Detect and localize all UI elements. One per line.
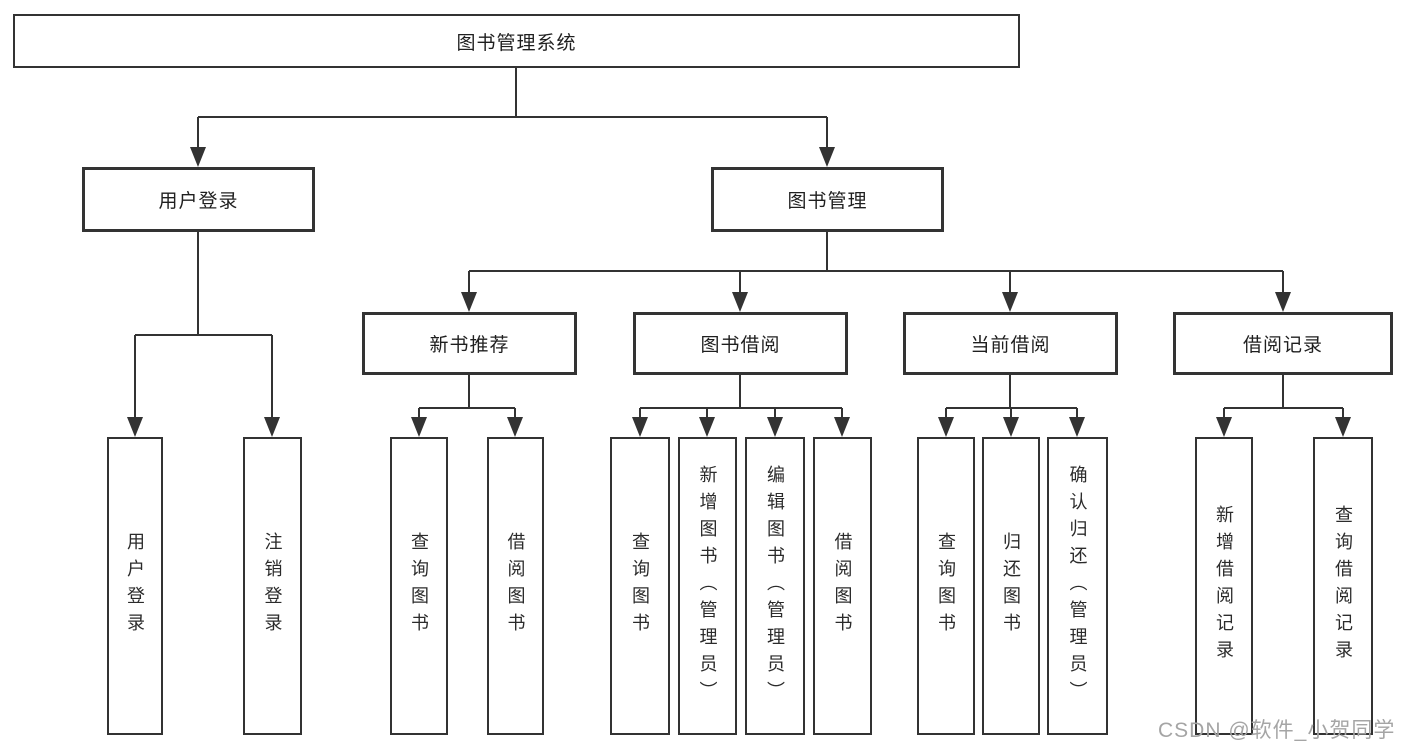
- leaf-borrow-edit-books-admin: 编辑图书（管理员）: [745, 437, 805, 735]
- arrow-icon: [732, 292, 748, 312]
- arrow-icon: [699, 417, 715, 437]
- node-book-management: 图书管理: [711, 167, 944, 232]
- node-label: 当前借阅: [970, 335, 1051, 356]
- connector-records-to-leaves: [1223, 375, 1344, 417]
- node-label: 注销登录: [262, 532, 283, 640]
- leaf-current-confirm-return-admin: 确认归还（管理员）: [1047, 437, 1108, 735]
- node-label: 查询图书: [936, 532, 956, 640]
- node-label: 用户登录: [125, 532, 145, 640]
- leaf-recommend-borrow-books: 借阅图书: [487, 437, 544, 735]
- connector-borrow-to-leaves: [639, 375, 843, 417]
- arrow-icon: [190, 147, 206, 167]
- node-book-borrow: 图书借阅: [633, 312, 848, 375]
- arrow-icon: [1275, 292, 1291, 312]
- leaf-current-return-books: 归还图书: [982, 437, 1040, 735]
- arrow-icon: [632, 417, 648, 437]
- node-label: 图书管理: [787, 191, 868, 212]
- node-new-book-recommend: 新书推荐: [362, 312, 577, 375]
- leaf-borrow-borrow-books: 借阅图书: [813, 437, 872, 735]
- arrow-icon: [834, 417, 850, 437]
- node-label: 查询图书: [409, 532, 429, 640]
- leaf-user-login: 用户登录: [107, 437, 163, 735]
- arrow-icon: [1335, 417, 1351, 437]
- node-label: 借阅图书: [832, 532, 853, 640]
- arrow-icon: [461, 292, 477, 312]
- csdn-watermark: CSDN @软件_小贺同学: [1158, 719, 1396, 742]
- leaf-logout: 注销登录: [243, 437, 302, 735]
- arrow-icon: [507, 417, 523, 437]
- arrow-icon: [819, 147, 835, 167]
- arrow-icon: [938, 417, 954, 437]
- leaf-records-add-record: 新增借阅记录: [1195, 437, 1253, 735]
- node-label: 编辑图书（管理员）: [765, 464, 785, 708]
- connector-current-to-leaves: [945, 375, 1078, 417]
- node-label: 借阅记录: [1242, 335, 1323, 356]
- leaf-borrow-add-books-admin: 新增图书（管理员）: [678, 437, 737, 735]
- leaf-current-query-books: 查询图书: [917, 437, 975, 735]
- arrow-icon: [264, 417, 280, 437]
- node-label: 查询借阅记录: [1333, 505, 1353, 667]
- leaf-borrow-query-books: 查询图书: [610, 437, 670, 735]
- node-current-borrow: 当前借阅: [903, 312, 1118, 375]
- node-label: 用户登录: [158, 191, 239, 212]
- node-label: 图书借阅: [700, 335, 781, 356]
- node-label: 图书管理系统: [456, 32, 577, 54]
- node-label: 新增图书（管理员）: [697, 464, 718, 708]
- arrow-icon: [767, 417, 783, 437]
- node-borrow-records: 借阅记录: [1173, 312, 1393, 375]
- connector-userlogin-to-leaves: [134, 232, 273, 417]
- leaf-recommend-query-books: 查询图书: [390, 437, 448, 735]
- connector-recommend-to-leaves: [418, 375, 516, 417]
- node-label: 借阅图书: [505, 532, 526, 640]
- node-label: 新书推荐: [429, 335, 510, 356]
- arrow-icon: [1003, 417, 1019, 437]
- node-label: 新增借阅记录: [1214, 505, 1234, 667]
- arrow-icon: [411, 417, 427, 437]
- arrow-icon: [1216, 417, 1232, 437]
- node-root-system: 图书管理系统: [13, 14, 1020, 68]
- node-user-login: 用户登录: [82, 167, 315, 232]
- connector-root-to-level2: [197, 68, 828, 147]
- arrow-icon: [1002, 292, 1018, 312]
- node-label: 确认归还（管理员）: [1067, 464, 1088, 708]
- node-label: 归还图书: [1001, 532, 1021, 640]
- leaf-records-query-record: 查询借阅记录: [1313, 437, 1373, 735]
- arrow-icon: [127, 417, 143, 437]
- arrow-icon: [1069, 417, 1085, 437]
- connector-mgmt-to-level3: [468, 232, 1284, 292]
- node-label: 查询图书: [630, 532, 650, 640]
